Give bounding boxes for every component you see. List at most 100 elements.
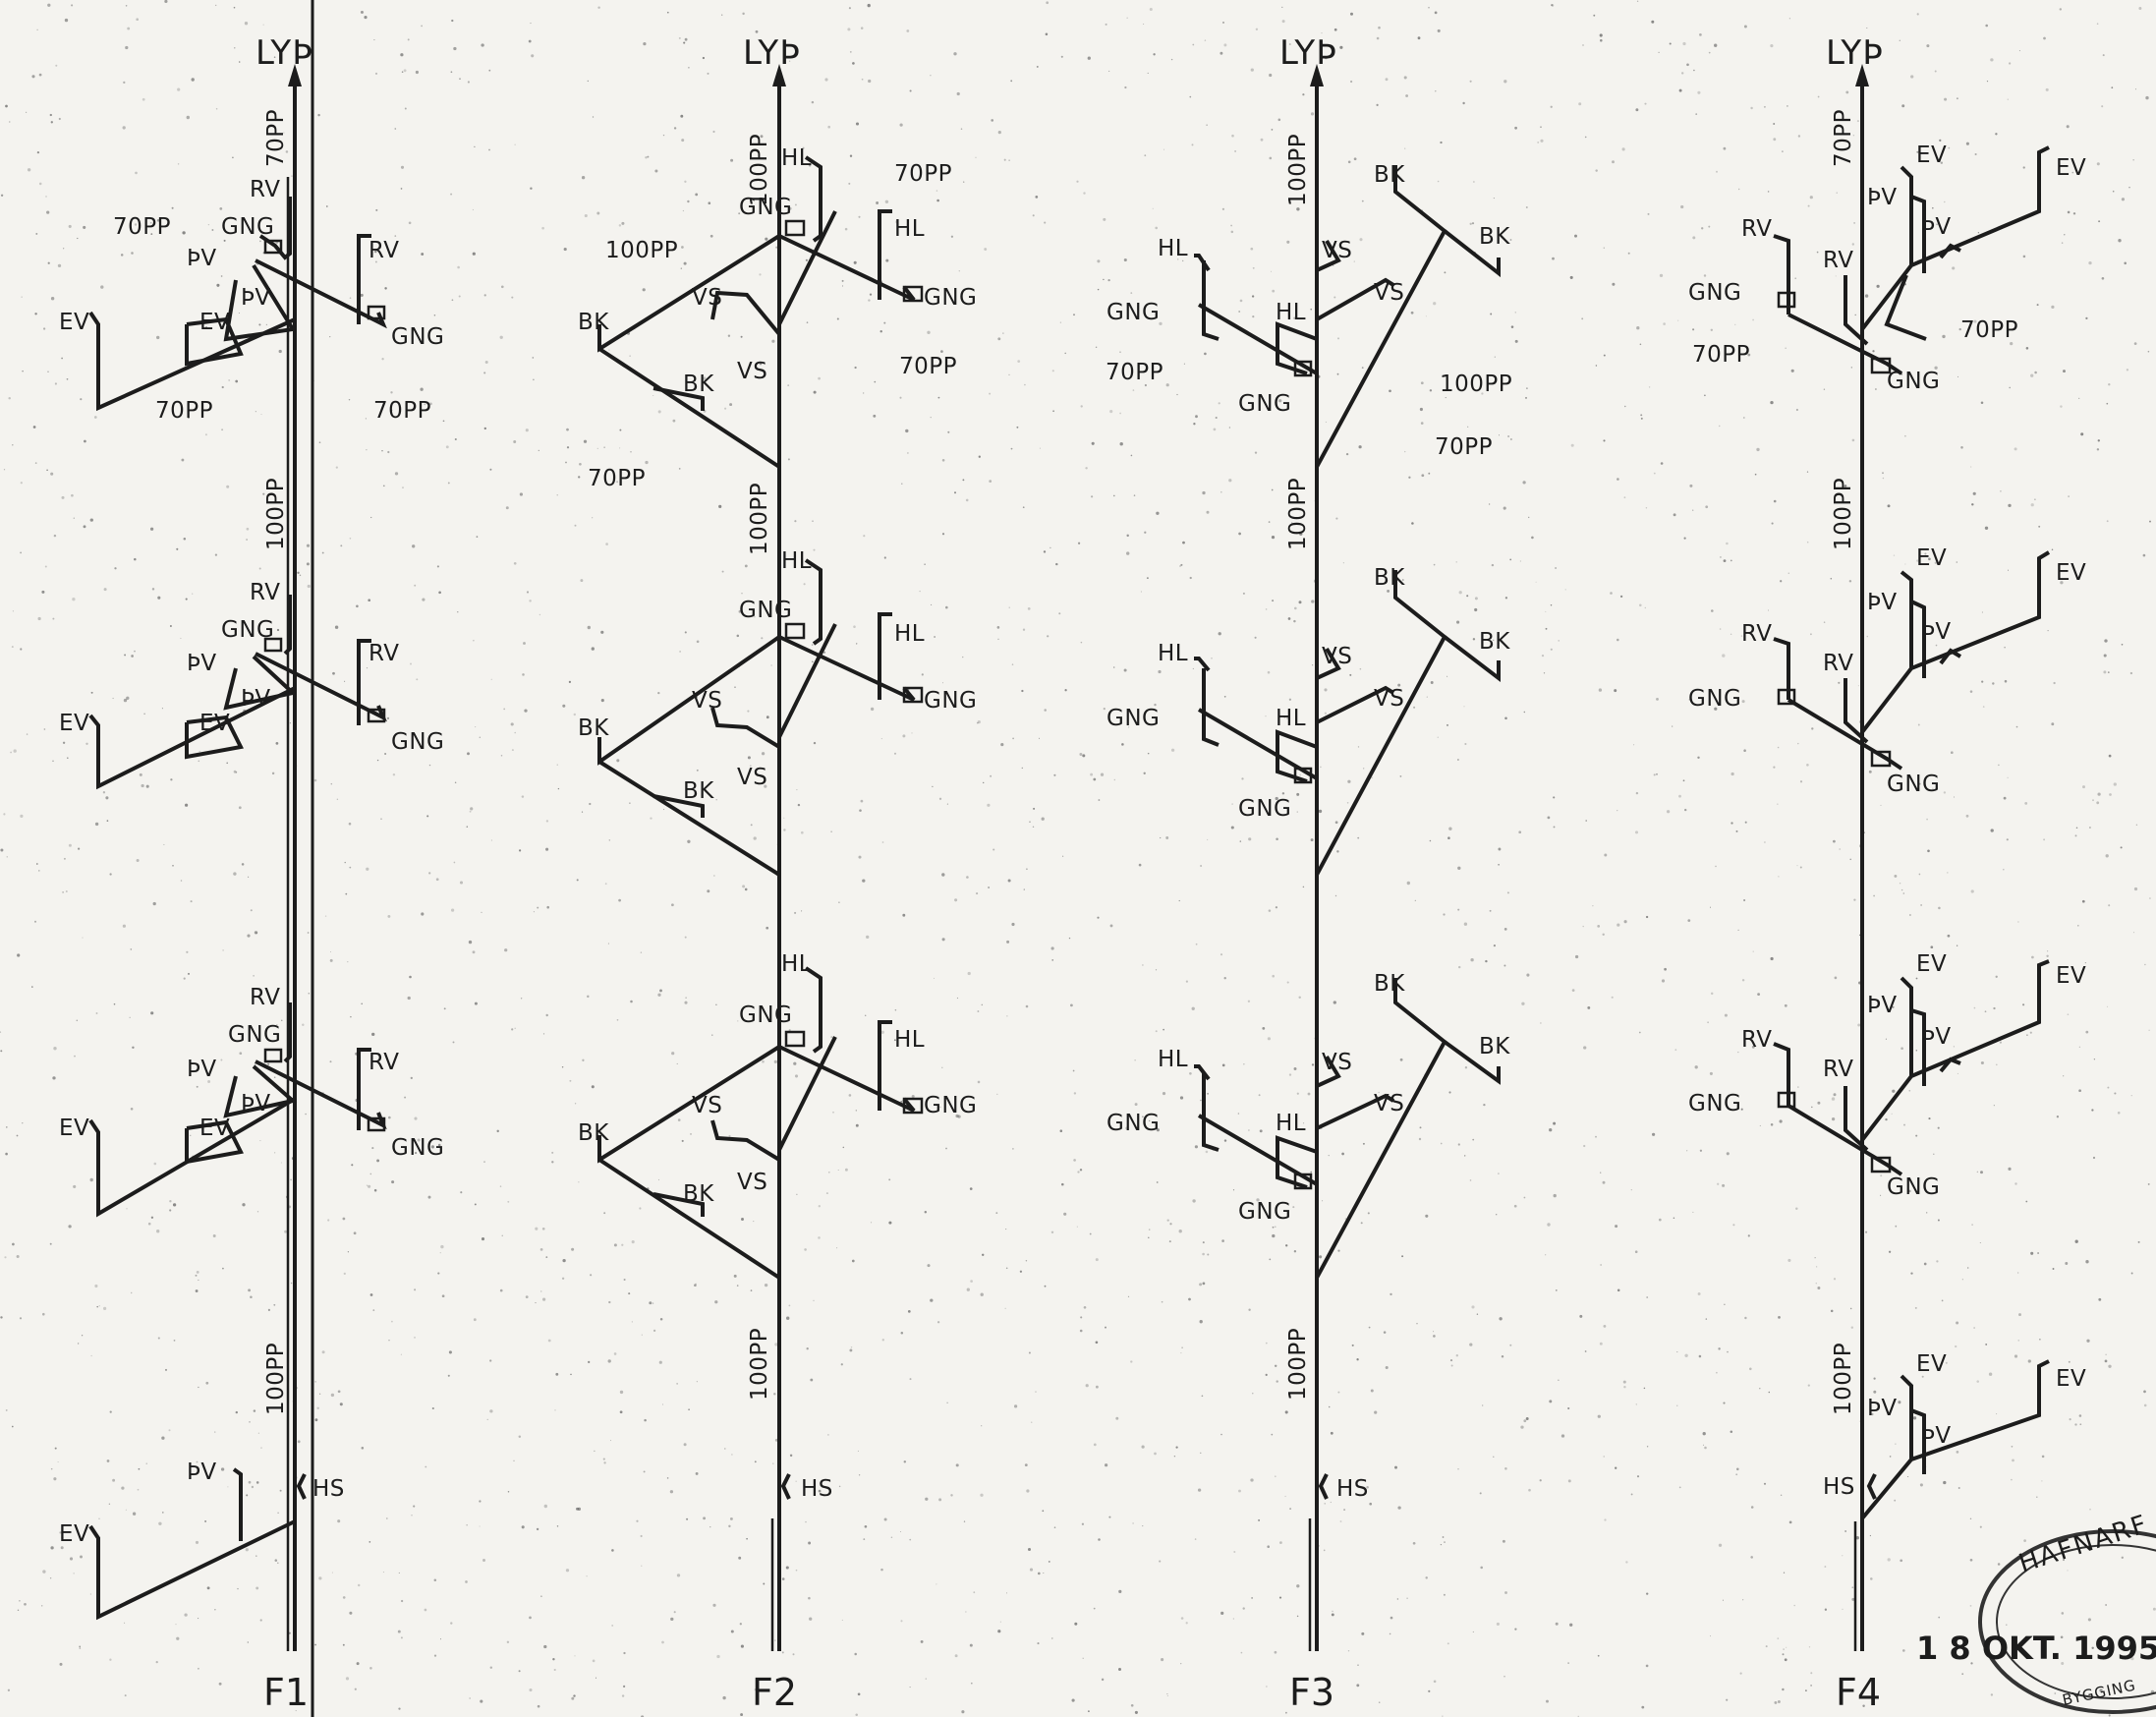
paper-speckle <box>1346 802 1349 804</box>
stamp-date: 1 8 OKT. 1995 <box>1916 1630 2156 1667</box>
paper-speckle <box>1790 369 1794 372</box>
paper-speckle <box>1207 1092 1210 1095</box>
paper-speckle <box>2079 1423 2082 1426</box>
paper-speckle <box>84 439 86 443</box>
paper-speckle <box>473 640 475 642</box>
paper-speckle <box>453 861 456 864</box>
paper-speckle <box>583 439 588 443</box>
paper-speckle <box>149 221 152 224</box>
paper-speckle <box>1080 641 1083 644</box>
paper-speckle <box>1504 1591 1507 1594</box>
paper-speckle <box>806 1347 809 1350</box>
paper-speckle <box>1079 753 1083 756</box>
paper-speckle <box>2003 796 2007 800</box>
paper-speckle <box>1795 1207 1798 1210</box>
paper-speckle <box>369 1541 371 1543</box>
paper-speckle <box>190 900 193 903</box>
paper-speckle <box>1251 1597 1253 1599</box>
paper-speckle <box>2148 1029 2150 1031</box>
paper-speckle <box>1673 1217 1675 1220</box>
paper-speckle <box>20 551 22 554</box>
paper-speckle <box>65 890 68 892</box>
paper-speckle <box>855 122 860 126</box>
paper-speckle <box>553 1668 556 1672</box>
paper-speckle <box>800 830 804 834</box>
paper-speckle <box>342 1643 345 1646</box>
arrow-up-icon <box>772 64 786 86</box>
paper-speckle <box>729 1517 733 1520</box>
riser-column-f3 <box>1194 64 1501 1651</box>
paper-speckle <box>1399 1058 1403 1061</box>
paper-speckle <box>1334 821 1338 825</box>
paper-speckle <box>1882 477 1885 480</box>
paper-speckle <box>1228 427 1231 429</box>
paper-speckle <box>1100 773 1105 776</box>
paper-speckle <box>703 1517 707 1520</box>
paper-speckle <box>588 1360 591 1364</box>
paper-speckle <box>2108 383 2111 386</box>
paper-speckle <box>683 1443 687 1447</box>
paper-speckle <box>1274 1475 1277 1478</box>
paper-speckle <box>1873 1390 1877 1394</box>
paper-speckle <box>1521 1002 1525 1005</box>
paper-speckle <box>932 785 934 788</box>
paper-speckle <box>1743 898 1746 902</box>
paper-speckle <box>676 1383 678 1385</box>
paper-speckle <box>794 1074 799 1078</box>
paper-speckle <box>1705 505 1709 509</box>
paper-speckle <box>1747 1234 1750 1237</box>
paper-speckle <box>1744 1316 1747 1320</box>
paper-speckle <box>749 765 752 768</box>
paper-speckle <box>2111 86 2114 89</box>
paper-speckle <box>1442 1715 1444 1717</box>
paper-speckle <box>1615 1466 1617 1469</box>
paper-speckle <box>909 1378 912 1381</box>
paper-speckle <box>925 1497 929 1501</box>
paper-speckle <box>2087 1618 2091 1622</box>
paper-speckle <box>2147 1182 2150 1185</box>
paper-speckle <box>1166 1694 1168 1696</box>
paper-speckle <box>535 1227 539 1231</box>
paper-speckle <box>2009 386 2012 389</box>
paper-speckle <box>67 757 69 759</box>
paper-speckle <box>1680 72 1684 75</box>
paper-speckle <box>233 6 236 9</box>
paper-speckle <box>716 1654 720 1659</box>
paper-speckle <box>1934 366 1938 370</box>
paper-speckle <box>811 100 815 104</box>
pipe-size-label: 70PP <box>1960 317 2018 343</box>
paper-speckle <box>226 762 228 765</box>
paper-speckle <box>859 809 862 812</box>
pipe-size-label: 100PP <box>747 483 772 555</box>
paper-speckle <box>1125 1126 1129 1130</box>
paper-speckle <box>1956 561 1958 563</box>
paper-speckle <box>1783 1648 1785 1650</box>
paper-speckle <box>981 1425 983 1427</box>
paper-speckle <box>600 699 604 703</box>
fixture-label: EV <box>59 1521 89 1547</box>
paper-speckle <box>1782 150 1784 152</box>
paper-speckle <box>1059 1129 1063 1132</box>
paper-speckle <box>1163 148 1165 150</box>
paper-speckle <box>1981 680 1984 683</box>
paper-speckle <box>1130 1703 1134 1707</box>
paper-speckle <box>529 600 532 602</box>
paper-speckle <box>1842 1555 1844 1557</box>
paper-speckle <box>876 201 879 204</box>
paper-speckle <box>2132 932 2135 934</box>
paper-speckle <box>1256 1198 1260 1202</box>
paper-speckle <box>941 938 945 942</box>
paper-speckle <box>1202 1282 1206 1286</box>
paper-speckle <box>1291 522 1293 524</box>
paper-speckle <box>1294 606 1297 610</box>
paper-speckle <box>1646 1446 1649 1448</box>
paper-speckle <box>9 121 11 123</box>
paper-speckle <box>1185 1622 1188 1625</box>
paper-speckle <box>811 660 814 663</box>
paper-speckle <box>342 1596 346 1599</box>
paper-speckle <box>1506 891 1509 894</box>
paper-speckle <box>42 327 46 330</box>
paper-speckle <box>1666 810 1671 814</box>
paper-speckle <box>1518 830 1522 834</box>
paper-speckle <box>857 1692 861 1696</box>
